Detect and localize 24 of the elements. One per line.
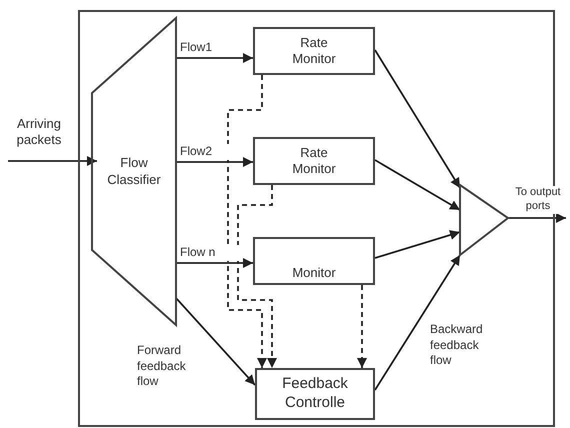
process-box [253,137,375,185]
node-label: Flow Classifier [106,155,162,188]
arrow [176,53,253,63]
arrow [176,157,253,167]
arrow [374,159,460,211]
node-label: Rate Monitor [291,144,337,178]
arrow [508,213,566,223]
arrow [374,50,461,188]
edge-label: Flow n [180,245,240,261]
node-label: Rate Monitor [291,34,337,68]
process-box [253,237,375,285]
arrow [8,156,97,166]
process-box [253,27,375,75]
node-label: Feedback Controlle [281,375,349,413]
arrow [227,75,267,368]
arrow [374,254,461,390]
arrow [374,230,460,259]
arrow [237,185,277,368]
node-label: Monitor [291,264,337,281]
arrow [175,297,256,386]
arrow [176,258,253,268]
arrow [357,285,367,368]
process-box [255,368,375,420]
merge-triangle [460,185,508,255]
